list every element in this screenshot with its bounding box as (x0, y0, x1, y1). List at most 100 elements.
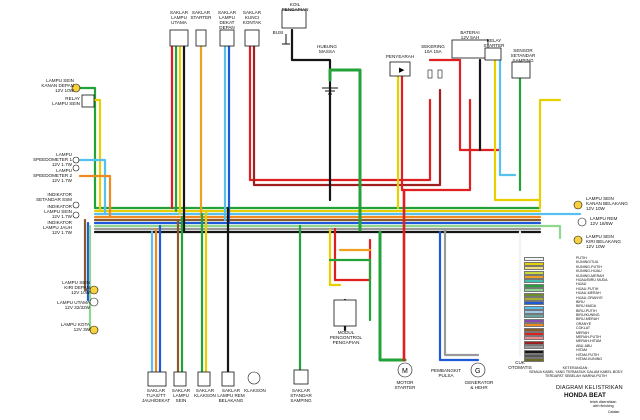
wire-massa (328, 68, 362, 232)
legend-row: MERAH (520, 330, 632, 337)
label-lampu-rem: LAMPU REM 12V 18/5W (590, 216, 618, 226)
legend-swatch (524, 261, 544, 266)
legend-row: ORANYE (520, 321, 632, 328)
legend-label: BIRU MUDA (576, 304, 597, 309)
legend-row: KUNING-PUTIH (520, 264, 632, 271)
lamp-speedo-2 (72, 164, 80, 172)
wire-modul-a (328, 228, 342, 287)
wire-left-or (78, 174, 112, 219)
legend-row: KUNING-MERAH (520, 273, 632, 279)
connector-bot-4 (221, 371, 235, 387)
legend-row: HIJAU-MERAH (520, 291, 632, 297)
wire-sw4-a (248, 44, 432, 182)
legend-swatch (524, 283, 544, 288)
busi-symbol (282, 34, 290, 45)
legend-swatch (524, 336, 544, 341)
legend-swatch (524, 296, 544, 301)
catatan-label: Catatan: (608, 410, 621, 414)
legend-row: ABU-ABU (520, 343, 632, 350)
svg-text:G: G (475, 368, 480, 375)
connector-koil (281, 9, 307, 29)
legend-label: HITAM-KUNING (576, 356, 603, 361)
legend-row: HIJAU-PUTIH (520, 287, 632, 293)
label-saklar-standar: SAKLAR STANDAR SAMPING (290, 388, 312, 403)
legend-row: PUTIH (520, 256, 632, 262)
label-saklar-tuas: SAKLAR TUAS/TT JAUH/DEKAT (141, 388, 171, 403)
legend-label: MERAH (576, 330, 589, 335)
label-indikator-setandar: INDIKATOR SETANDAR SSM (36, 192, 72, 202)
legend-label: KUNING-MERAH (576, 273, 605, 278)
legend-row: COKLAT (520, 326, 632, 332)
wire-left-bot (88, 224, 97, 332)
motor-starter-symbol (397, 362, 413, 378)
legend-row: BIRU/KUNING (520, 313, 632, 319)
label-saklar-lampu-rem: SAKLAR LAMPU REM BELAKANG (217, 388, 245, 403)
lamp-sein-kiri-belakang (573, 235, 583, 245)
massa-symbol (322, 87, 338, 95)
label-sein-kanan-belakang: LAMPU SEIN KANAN BELAKANG 12V 10W (586, 196, 628, 211)
wire-relay-b (498, 56, 517, 177)
legend-swatch (524, 292, 544, 297)
legend-label: BIRU (576, 299, 585, 304)
svg-text:M: M (402, 368, 408, 375)
lamp-sein-kanan-depan (71, 83, 81, 93)
legend-label: ABU-ABU (576, 343, 592, 348)
legend-label: COKLAT (576, 326, 591, 331)
legend-row: HIJAU (520, 282, 632, 288)
legend-swatch (524, 358, 544, 363)
label-sein-kiri-depan: LAMPU SEIN KIRI DEPAN 12V 10W (62, 280, 90, 295)
label-indikator-jauh: INDIKATOR LAMPU JAUH 12V 1.7W (42, 220, 72, 235)
legend-row: HIJAU-ORANYE (520, 295, 632, 301)
label-sein-kanan-depan: LAMPU SEIN KANAN DEPAN 12V 10W (41, 78, 74, 93)
wire-right-top (538, 98, 562, 210)
label-sein-kiri-belakang: LAMPU SEIN KIRI BELAKANG 12V 10W (586, 234, 621, 249)
connector-penyearah (389, 61, 411, 77)
label-relay-lampu-sein: RELAY LAMPU SEIN (52, 96, 80, 106)
legend-label: MERAH-PUTIH (576, 335, 601, 340)
connector-relay (484, 47, 502, 61)
wire-modul-b (333, 227, 372, 282)
legend-swatch (524, 310, 544, 315)
legend-swatch (524, 314, 544, 319)
label-saklar-kunci-kontak: SAKLAR KUNCI KONTAK (242, 10, 262, 25)
keterangan-note: KETERANGAN : SEMUA KABEL YANG TERMASUK D… (529, 366, 623, 379)
generator-symbol (470, 362, 486, 378)
legend-swatch (524, 318, 544, 323)
legend-swatch (524, 323, 544, 328)
diagram-title: DIAGRAM KELISTRIKAN (556, 385, 623, 391)
klakson-symbol (247, 371, 261, 385)
legend-label: HITAM (576, 348, 587, 353)
label-modul: MODUL PENGONTROL PENGAPIAN (329, 330, 363, 345)
wire-sw4-b (252, 44, 442, 187)
lamp-speedo-1 (72, 156, 80, 164)
wire-gen-a (438, 230, 480, 362)
wire-rectifier-b (400, 68, 472, 192)
legend-label: ORANYE (576, 321, 592, 326)
label-relay-starter: RELAY STARTER (483, 38, 505, 48)
lamp-sein-kiri-depan (89, 285, 99, 295)
connector-relay-sein (81, 94, 95, 108)
wire-gen-b (443, 227, 480, 357)
legend-row: BIRU MUDA (520, 304, 632, 310)
wire-motor (378, 230, 407, 362)
wire-relay-a (488, 56, 542, 202)
connector-saklar-lampu-utama (169, 29, 189, 47)
legend-swatch (524, 274, 544, 279)
lamp-rem (577, 217, 587, 227)
legend-label: HIJAU-ORANYE (576, 295, 603, 300)
legend-row: BIRU (520, 299, 632, 306)
legend-label: BIRU-PUTIH (576, 308, 597, 313)
connector-modul (333, 299, 357, 327)
wire-coil (290, 28, 332, 202)
label-saklar-klakson: SAKLAR KLAKSON (194, 388, 216, 398)
legend-label: KUNING-PUTIH (576, 264, 602, 269)
legend-label: KUNING-HIJAU (576, 269, 602, 274)
legend-label: HIJAU (576, 282, 587, 287)
label-lampu-utama: LAMPU UTAMA 12V 32/32W (57, 300, 90, 310)
legend-row: HITAM-PUTIH (520, 353, 632, 358)
legend-label: BIRU/KUNING (576, 313, 600, 318)
legend-row: MERAH-PUTIH (520, 335, 632, 341)
legend-swatch (524, 345, 544, 350)
